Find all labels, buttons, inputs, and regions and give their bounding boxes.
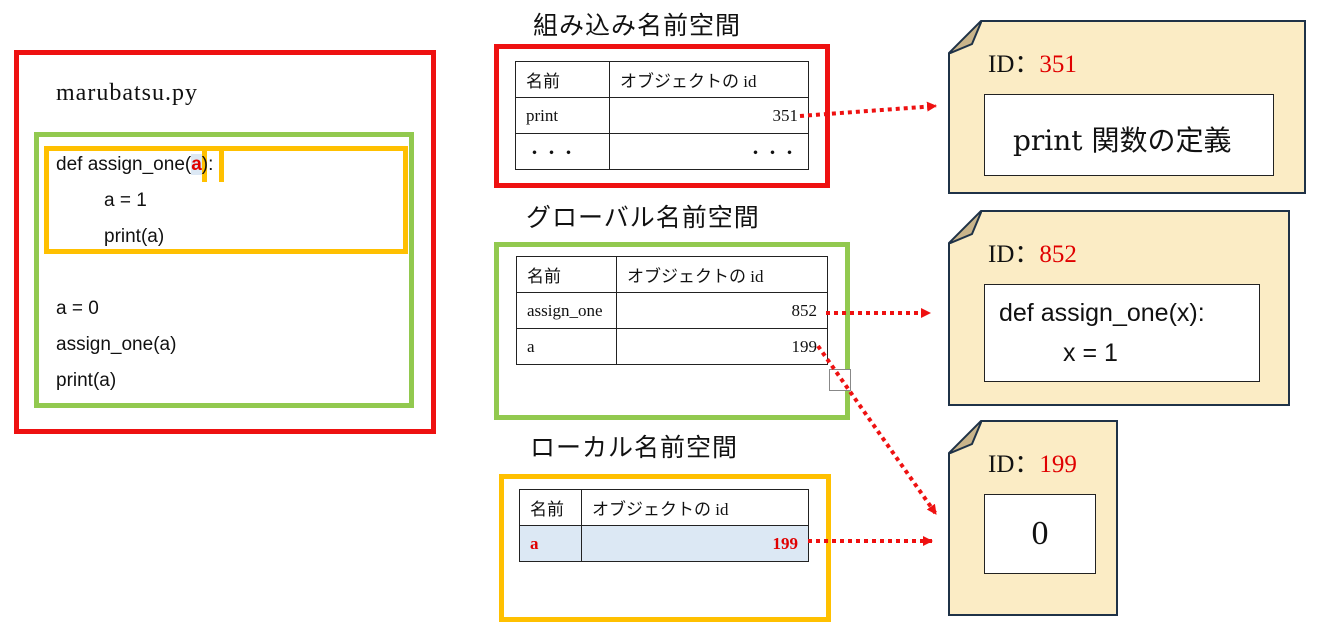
cell-name: ・・・ xyxy=(515,133,610,170)
code-def-text: def assign_one( xyxy=(56,154,192,175)
id-prefix: ID： xyxy=(988,241,1040,268)
object-id-label: ID：351 xyxy=(988,44,1077,80)
table-header-row: 名前 オブジェクトの id xyxy=(515,61,809,98)
folded-corner-icon xyxy=(948,210,982,244)
table-row: print 351 xyxy=(515,97,809,134)
code-line-print-local: print(a) xyxy=(104,226,165,247)
code-line-assign-local: a = 1 xyxy=(104,190,147,211)
table-row: ・・・ ・・・ xyxy=(515,133,809,170)
folded-corner-icon xyxy=(948,420,982,454)
object-199: ID：199 0 xyxy=(948,420,1118,616)
local-ns-table: 名前 オブジェクトの id a 199 xyxy=(519,489,809,562)
table-row: a 199 xyxy=(516,328,828,365)
id-value: 199 xyxy=(1039,451,1077,478)
global-ns-title: グローバル名前空間 xyxy=(526,203,760,232)
header-name: 名前 xyxy=(516,256,617,293)
id-prefix: ID： xyxy=(988,451,1040,478)
global-code-frame xyxy=(34,132,414,408)
param-highlight-frame xyxy=(202,146,224,182)
id-value: 852 xyxy=(1039,241,1077,268)
id-value: 351 xyxy=(1039,51,1077,78)
table-header-row: 名前 オブジェクトの id xyxy=(516,256,828,293)
table-header-row: 名前 オブジェクトの id xyxy=(519,489,809,526)
table-row: assign_one 852 xyxy=(516,292,828,329)
local-ns-title: ローカル名前空間 xyxy=(530,433,739,462)
object-content-text: 0 xyxy=(1031,515,1049,552)
object-id-label: ID：852 xyxy=(988,234,1077,270)
table-row: a 199 xyxy=(519,525,809,562)
header-id: オブジェクトの id xyxy=(609,61,809,98)
local-ns-frame xyxy=(499,474,831,622)
cell-name: a xyxy=(516,328,617,365)
resize-handle xyxy=(829,369,851,391)
code-line-assign-global: a = 0 xyxy=(56,298,99,319)
folded-corner-icon xyxy=(948,20,982,54)
object-content: 0 xyxy=(984,494,1096,574)
global-ns-frame xyxy=(494,242,850,420)
filename-label: marubatsu.py xyxy=(56,80,198,106)
header-id: オブジェクトの id xyxy=(581,489,809,526)
code-def-end: ): xyxy=(201,154,214,175)
header-name: 名前 xyxy=(519,489,582,526)
builtin-ns-table: 名前 オブジェクトの id print 351 ・・・ ・・・ xyxy=(515,61,809,170)
cell-id: 199 xyxy=(616,328,828,365)
header-name: 名前 xyxy=(515,61,610,98)
cell-name: assign_one xyxy=(516,292,617,329)
header-id: オブジェクトの id xyxy=(616,256,828,293)
code-param: a xyxy=(191,154,202,175)
local-code-frame xyxy=(44,146,408,254)
code-line-print-global: print(a) xyxy=(56,370,117,391)
object-id-label: ID：199 xyxy=(988,444,1077,480)
cell-name: a xyxy=(519,525,582,562)
cell-id: 852 xyxy=(616,292,828,329)
object-content: print 関数の定義 xyxy=(984,94,1274,176)
cell-id: ・・・ xyxy=(609,133,809,170)
object-code-line: def assign_one(x): xyxy=(999,299,1205,327)
code-line-call: assign_one(a) xyxy=(56,334,177,355)
module-namespace-frame xyxy=(14,50,436,434)
id-prefix: ID： xyxy=(988,51,1040,78)
cell-name: print xyxy=(515,97,610,134)
object-content-text: print 関数の定義 xyxy=(1013,124,1232,157)
code-line-def: def assign_one(a): xyxy=(56,154,213,176)
builtin-ns-title: 組み込み名前空間 xyxy=(533,11,742,40)
object-content: def assign_one(x): x = 1 xyxy=(984,284,1260,382)
cell-id: 351 xyxy=(609,97,809,134)
object-code-line: x = 1 xyxy=(1063,339,1118,367)
global-ns-table: 名前 オブジェクトの id assign_one 852 a 199 xyxy=(516,256,828,365)
object-852: ID：852 def assign_one(x): x = 1 xyxy=(948,210,1290,406)
cell-id: 199 xyxy=(581,525,809,562)
object-351: ID：351 print 関数の定義 xyxy=(948,20,1306,194)
